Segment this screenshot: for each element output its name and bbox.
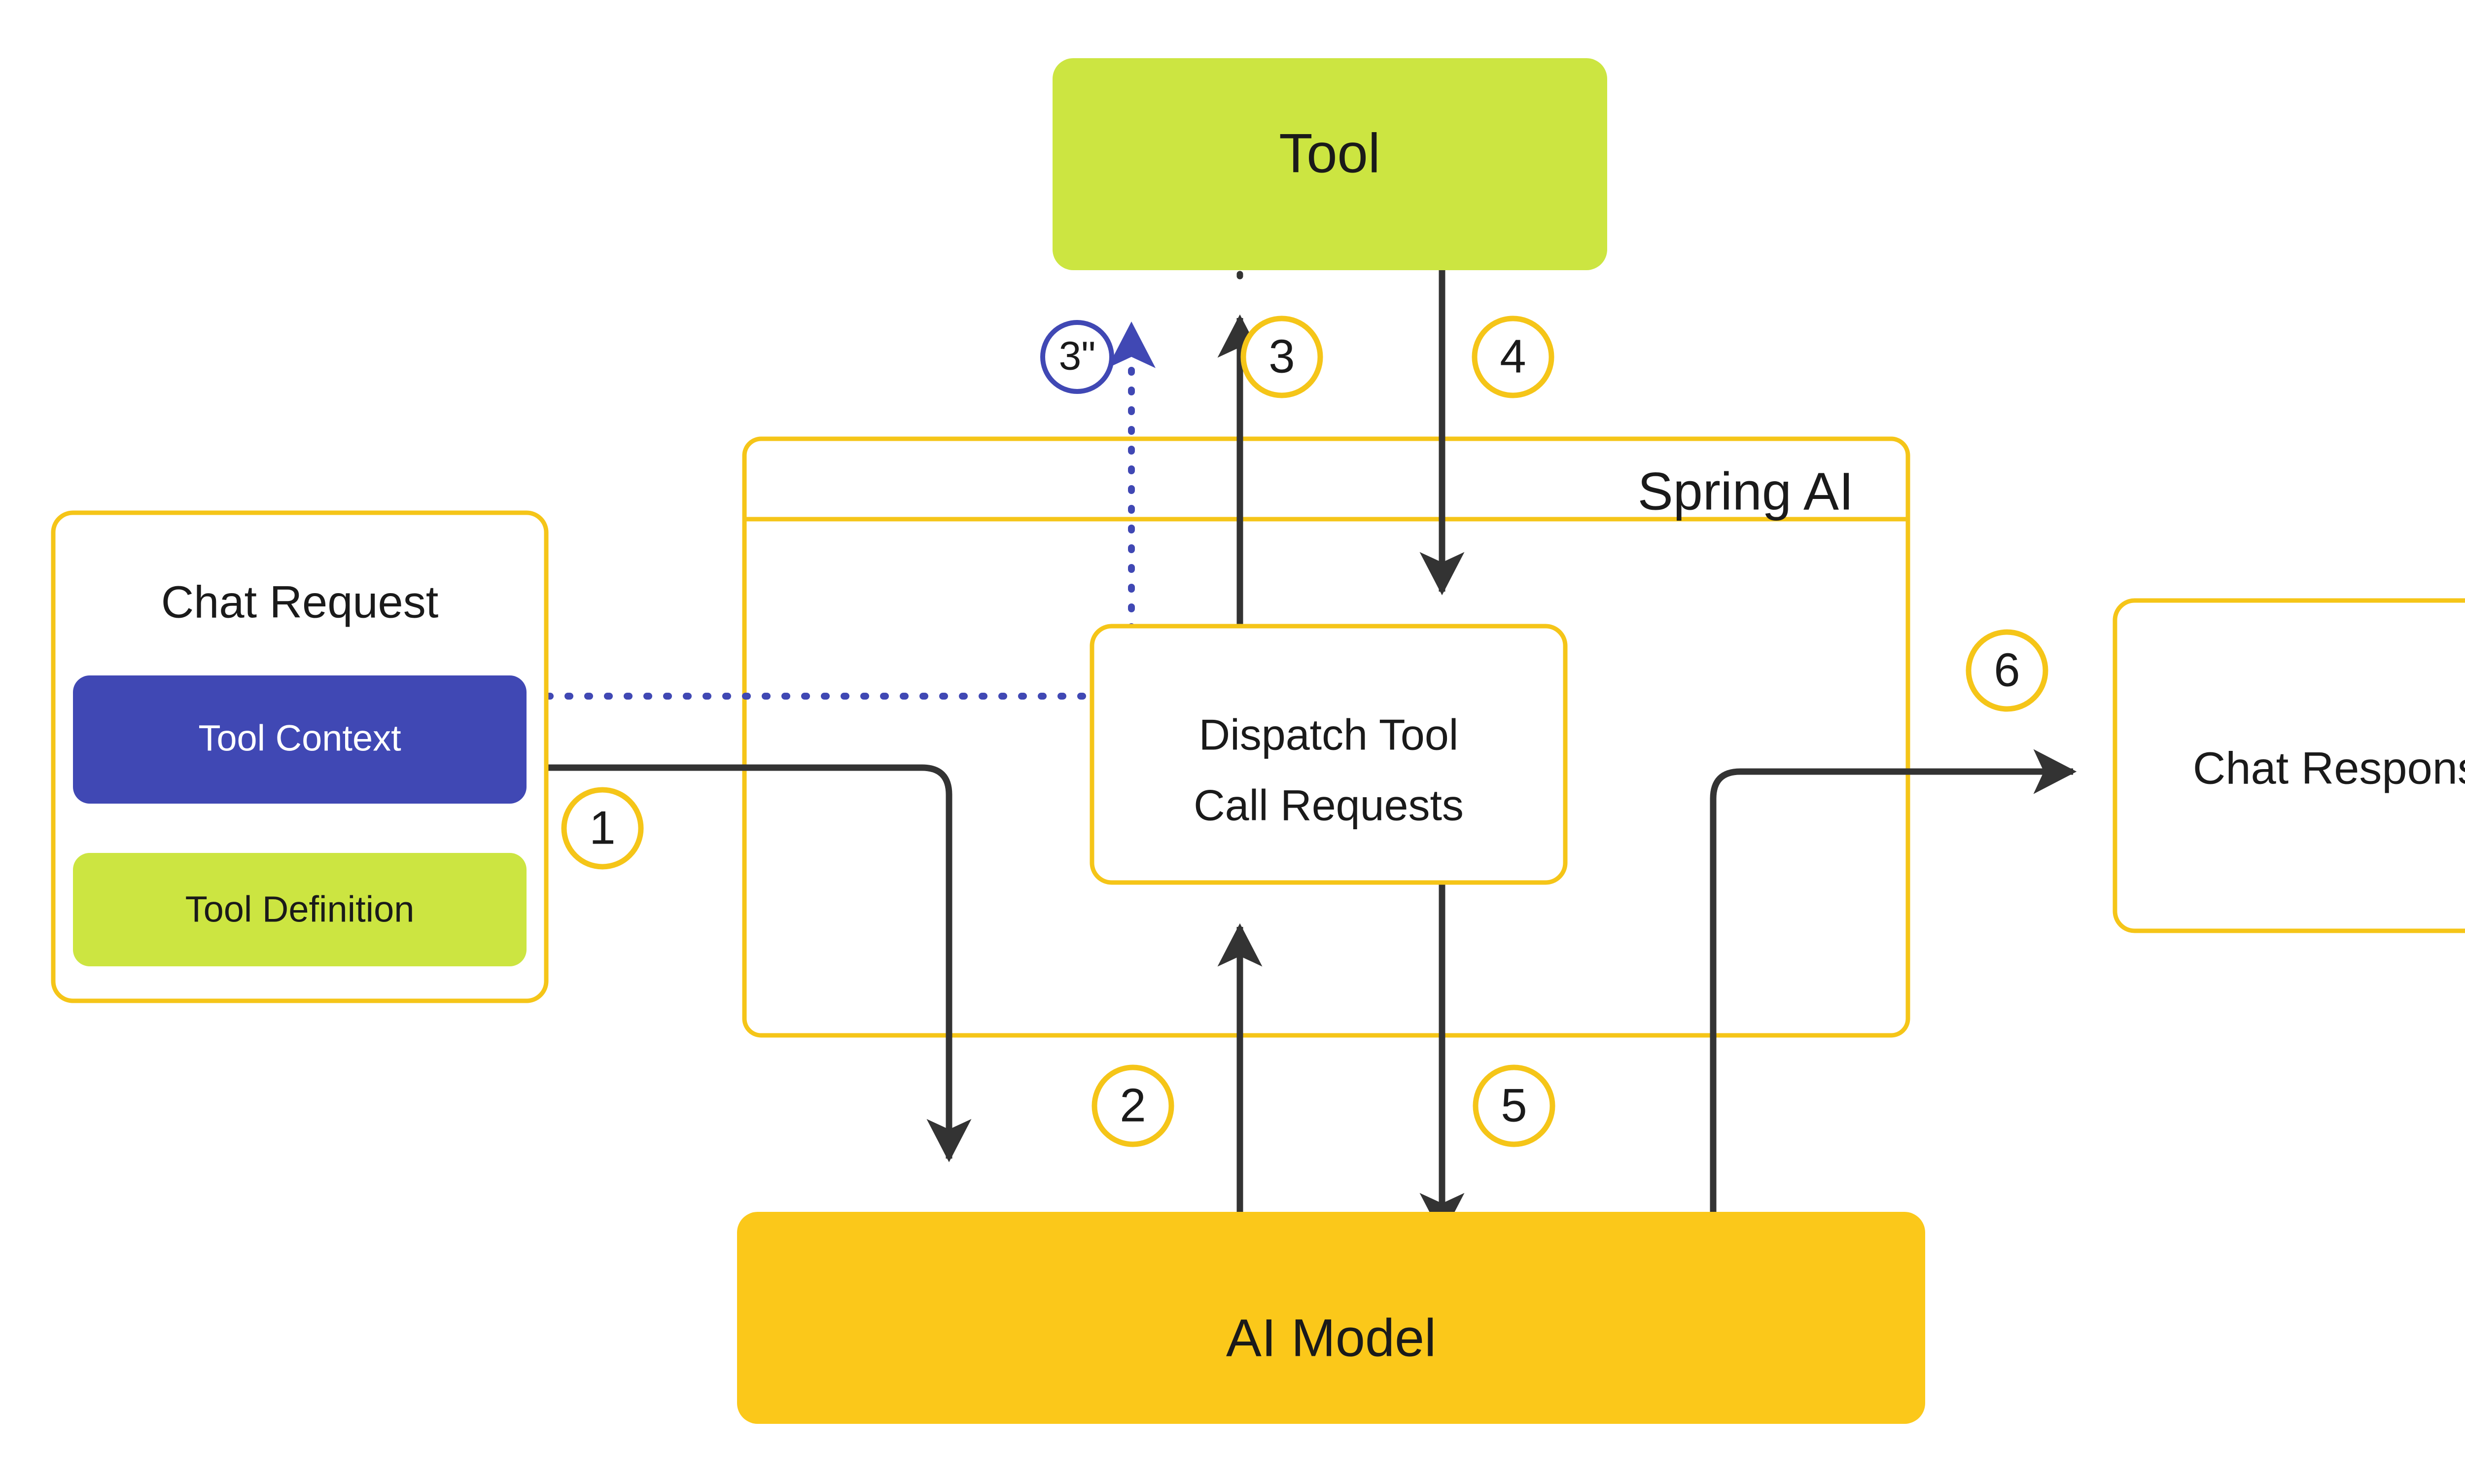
dispatch-label-line-1: Dispatch Tool [1199,710,1459,759]
chat-response-box[interactable] [2113,598,2465,933]
dispatch-label-line-2: Call Requests [1194,780,1464,829]
node-dispatch-tool-call-requests[interactable]: Dispatch Tool Call Requests [1090,624,1568,885]
node-tool[interactable]: Tool [1053,58,1607,270]
node-ai-model[interactable]: AI Model [737,1212,1925,1424]
badge-5-label: 5 [1501,1079,1527,1131]
tool-box[interactable] [1053,58,1607,270]
badge-1-label: 1 [589,801,615,854]
badge-3-double-prime-label: 3" [1059,334,1096,379]
node-chat-request[interactable]: Chat Request Tool Context Tool Definitio… [51,510,549,1003]
badge-3: 3 [1240,316,1323,398]
edge-3-double-prime-line [525,321,1156,700]
badge-5-circle [1473,1064,1555,1147]
node-chat-response[interactable]: Chat Response [2113,598,2465,933]
badge-6-circle [1966,629,2048,712]
badge-2-label: 2 [1120,1079,1146,1131]
badge-6-label: 6 [1994,643,2020,696]
spring-ai-title: Spring AI [1638,461,1854,521]
chat-response-label: Chat Response [2193,743,2465,793]
tool-context-box[interactable] [73,675,527,804]
badge-2-circle [1092,1064,1174,1147]
tool-definition-label: Tool Definition [185,889,415,930]
badge-3-label: 3 [1268,330,1295,383]
edge-1-line [533,764,972,1163]
badge-3-circle [1240,316,1323,398]
edge-6-ai-model-to-chat-response [1710,749,2077,1287]
badge-4-label: 4 [1500,330,1526,383]
edge-3-double-prime-tool-context-to-tool [525,321,1156,700]
badge-4: 4 [1472,316,1554,398]
edge-6-line [1710,749,2077,1287]
tool-definition-box[interactable] [73,853,527,966]
dispatch-box[interactable] [1090,624,1568,885]
badge-6: 6 [1966,629,2048,712]
badge-2: 2 [1092,1064,1174,1147]
badge-1: 1 [561,787,644,870]
ai-model-box[interactable] [737,1212,1925,1424]
badge-1-circle [561,787,644,870]
badge-5: 5 [1473,1064,1555,1147]
tool-label: Tool [1279,123,1380,184]
badge-3-double-prime-circle [1040,320,1114,394]
tool-context-label: Tool Context [198,718,401,759]
badge-3-double-prime: 3" [1040,320,1114,394]
chat-request-label: Chat Request [161,577,439,627]
ai-model-label: AI Model [1226,1308,1436,1368]
badge-4-circle [1472,316,1554,398]
edge-1-tool-context-to-ai-model [533,764,1243,1315]
